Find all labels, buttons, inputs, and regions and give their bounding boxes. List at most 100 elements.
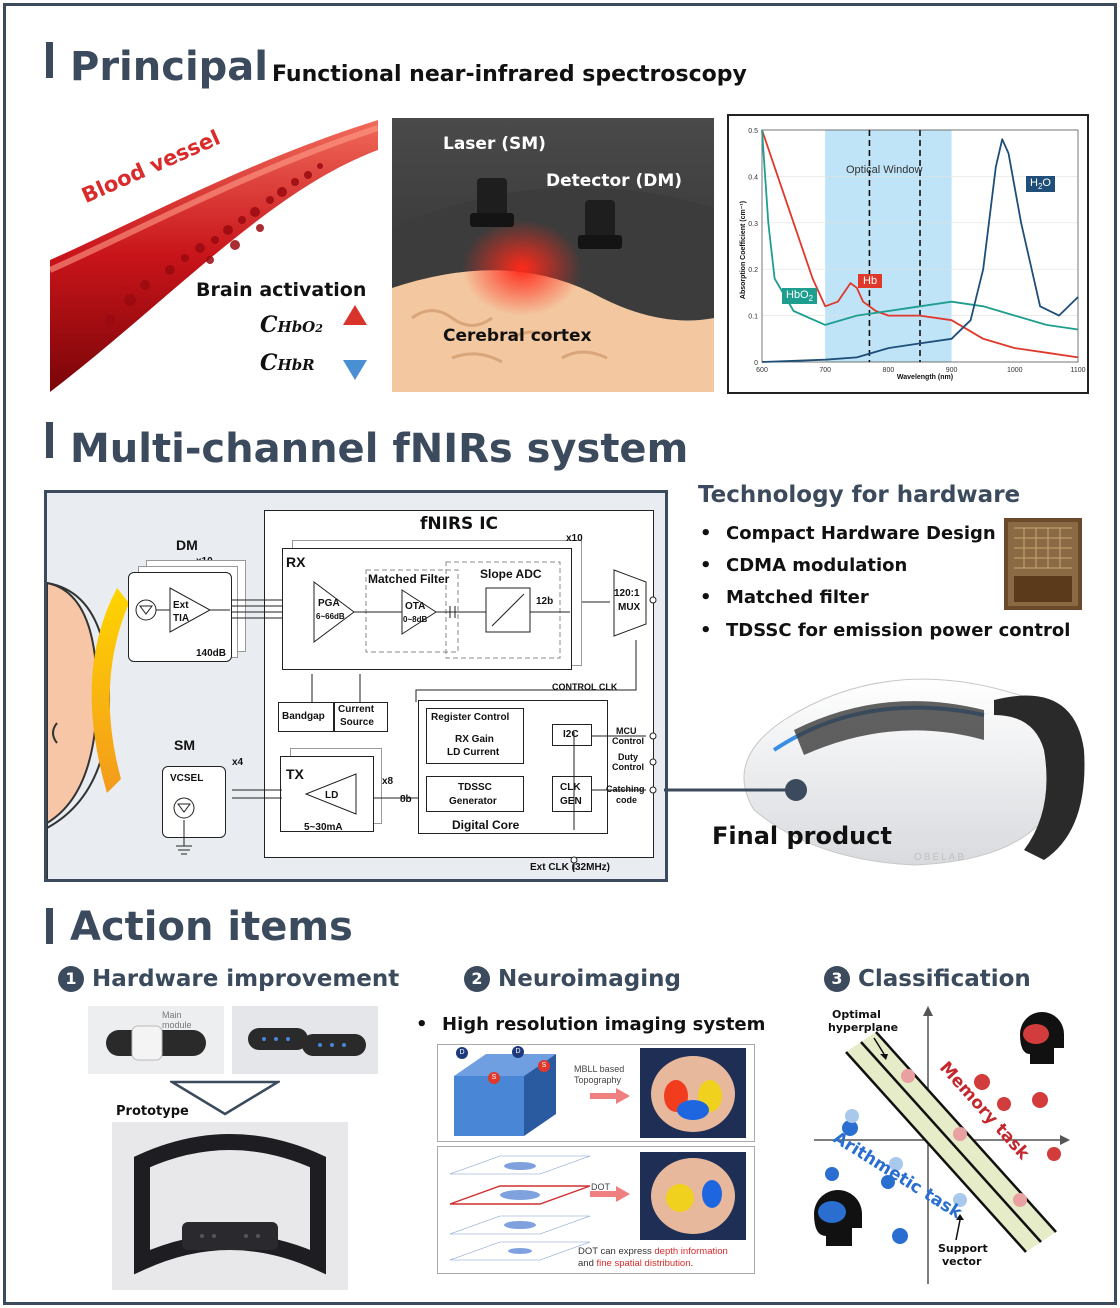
down-arrow-triangle xyxy=(170,1080,280,1116)
fnirs-ic-title: fNIRS IC xyxy=(420,514,499,534)
ext-clk-label: Ext CLK (32MHz) xyxy=(530,862,611,873)
ota-gain-label: 0~8dB xyxy=(403,615,428,624)
dm-label: DM xyxy=(176,537,198,553)
rx-x10-label: x10 xyxy=(566,533,583,544)
ld-driver-symbol xyxy=(304,773,357,815)
ota-label: OTA xyxy=(405,601,426,612)
blood-vessel-illustration xyxy=(50,120,378,392)
tdssc-block xyxy=(426,776,524,812)
y-tick-label: 0.3 xyxy=(748,221,758,228)
series-line-h2o xyxy=(761,138,1079,363)
rx-signal-chain xyxy=(313,561,570,659)
y-tick-label: 0.2 xyxy=(748,267,758,274)
current-source-label-1: Current xyxy=(338,704,375,715)
series-line-hbo2 xyxy=(761,129,1079,331)
tia-gain-label: 140dB xyxy=(196,648,227,659)
duty-control-label-2: Control xyxy=(612,762,644,772)
mbll-topography-figure xyxy=(454,1048,746,1138)
hbo2-legend: HbO2 xyxy=(782,288,818,305)
tech-item: Compact Hardware Design xyxy=(700,523,996,544)
slope-adc-label: Slope ADC xyxy=(480,567,542,581)
tech-item: TDSSC for emission power control xyxy=(700,620,1070,641)
y-tick-label: 0 xyxy=(754,360,758,367)
dot-description-2: and fine spatial distribution. xyxy=(578,1258,694,1269)
module-renders xyxy=(88,1006,378,1074)
mux-label-1: 120:1 xyxy=(614,588,640,599)
section-marker xyxy=(46,422,53,458)
neuro-bullet: High resolution imaging system xyxy=(416,1014,765,1035)
bits8-label: 8b xyxy=(400,794,412,805)
ld-current-label: LD Current xyxy=(447,747,500,758)
duty-control-label-1: Duty xyxy=(618,752,638,762)
detector-dm-label: Detector (DM) xyxy=(546,171,683,191)
head-outline xyxy=(47,581,129,879)
main-module-label-2: module xyxy=(162,1020,192,1030)
final-product-headset xyxy=(664,678,1085,866)
main-module-label-1: Main xyxy=(162,1010,182,1020)
mcu-control-label-2: Control xyxy=(612,736,644,746)
digital-core-label: Digital Core xyxy=(452,818,520,832)
optimal-hyperplane-label-2: hyperplane xyxy=(828,1021,899,1034)
c-hbr-label: CHbR xyxy=(260,350,315,376)
sm-x4-label: x4 xyxy=(232,757,244,768)
multichannel-title: Multi-channel fNIRs system xyxy=(70,426,689,472)
source-marker: S xyxy=(488,1072,500,1084)
ext-tia-text-2: TIA xyxy=(173,613,190,624)
matched-filter-label: Matched Filter xyxy=(368,572,450,586)
dot-description-1: DOT can express depth information xyxy=(578,1246,728,1257)
product-brand: OBELAB xyxy=(914,852,967,863)
bits12-label: 12b xyxy=(536,596,554,607)
section-marker xyxy=(46,42,53,78)
cerebral-cortex-label: Cerebral cortex xyxy=(443,326,592,346)
clk-gen-label-2: GEN xyxy=(560,796,582,807)
tdssc-label-1: TDSSC xyxy=(458,782,492,793)
prototype-photo xyxy=(112,1122,348,1290)
hb-legend: Hb xyxy=(858,274,883,288)
x-tick-label: 1100 xyxy=(1070,367,1085,374)
bandgap-label: Bandgap xyxy=(282,711,325,722)
brain-activation-label: Brain activation xyxy=(196,279,367,301)
support-vector-label-2: vector xyxy=(942,1255,982,1268)
dot-label: DOT xyxy=(591,1182,610,1192)
ld-range-label: 5~30mA xyxy=(304,822,343,833)
x-tick-label: 600 xyxy=(756,367,768,374)
chip-die-photo xyxy=(1004,518,1082,610)
y-tick-label: 0.5 xyxy=(748,128,758,135)
x-tick-label: 900 xyxy=(946,367,958,374)
optimal-hyperplane-label-1: Optimal xyxy=(832,1008,881,1021)
pga-gain-label: 6~66dB xyxy=(316,612,345,621)
x-tick-label: 700 xyxy=(819,367,831,374)
c-hbo2-label: CHbO2 xyxy=(260,312,323,338)
prototype-label: Prototype xyxy=(116,1104,189,1119)
rx-gain-label: RX Gain xyxy=(455,734,494,745)
current-source-block xyxy=(334,702,388,732)
y-tick-label: 0.4 xyxy=(748,174,758,181)
rx-label: RX xyxy=(286,554,306,570)
sm-label: SM xyxy=(174,737,195,753)
clk-gen-block xyxy=(552,776,592,812)
catching-code-label-1: Catching xyxy=(606,784,645,794)
svm-classification-figure xyxy=(814,1006,1070,1284)
tia-amplifier-symbol xyxy=(135,587,230,633)
laser-sm-label: Laser (SM) xyxy=(443,134,546,154)
x-tick-label: 800 xyxy=(883,367,895,374)
current-source-label-2: Source xyxy=(340,717,374,728)
i2c-label: I2C xyxy=(563,729,579,740)
detector-marker: D xyxy=(512,1046,524,1058)
fnirs-head-illustration xyxy=(392,118,714,392)
action-items-title: Action items xyxy=(70,904,353,950)
mbll-label-2: Topography xyxy=(574,1075,622,1085)
vcsel-block xyxy=(162,766,226,838)
support-vector-label-1: Support xyxy=(938,1242,988,1255)
clk-gen-label-1: CLK xyxy=(560,782,581,793)
mbll-label-1: MBLL based xyxy=(574,1064,625,1074)
dot-figure xyxy=(449,1152,746,1261)
principal-subtitle: Functional near-infrared spectroscopy xyxy=(272,62,747,87)
source-marker: S xyxy=(538,1060,550,1072)
vcsel-symbol xyxy=(173,797,195,855)
x8-label: x8 xyxy=(382,776,394,787)
mcu-control-label-1: MCU xyxy=(616,726,637,736)
